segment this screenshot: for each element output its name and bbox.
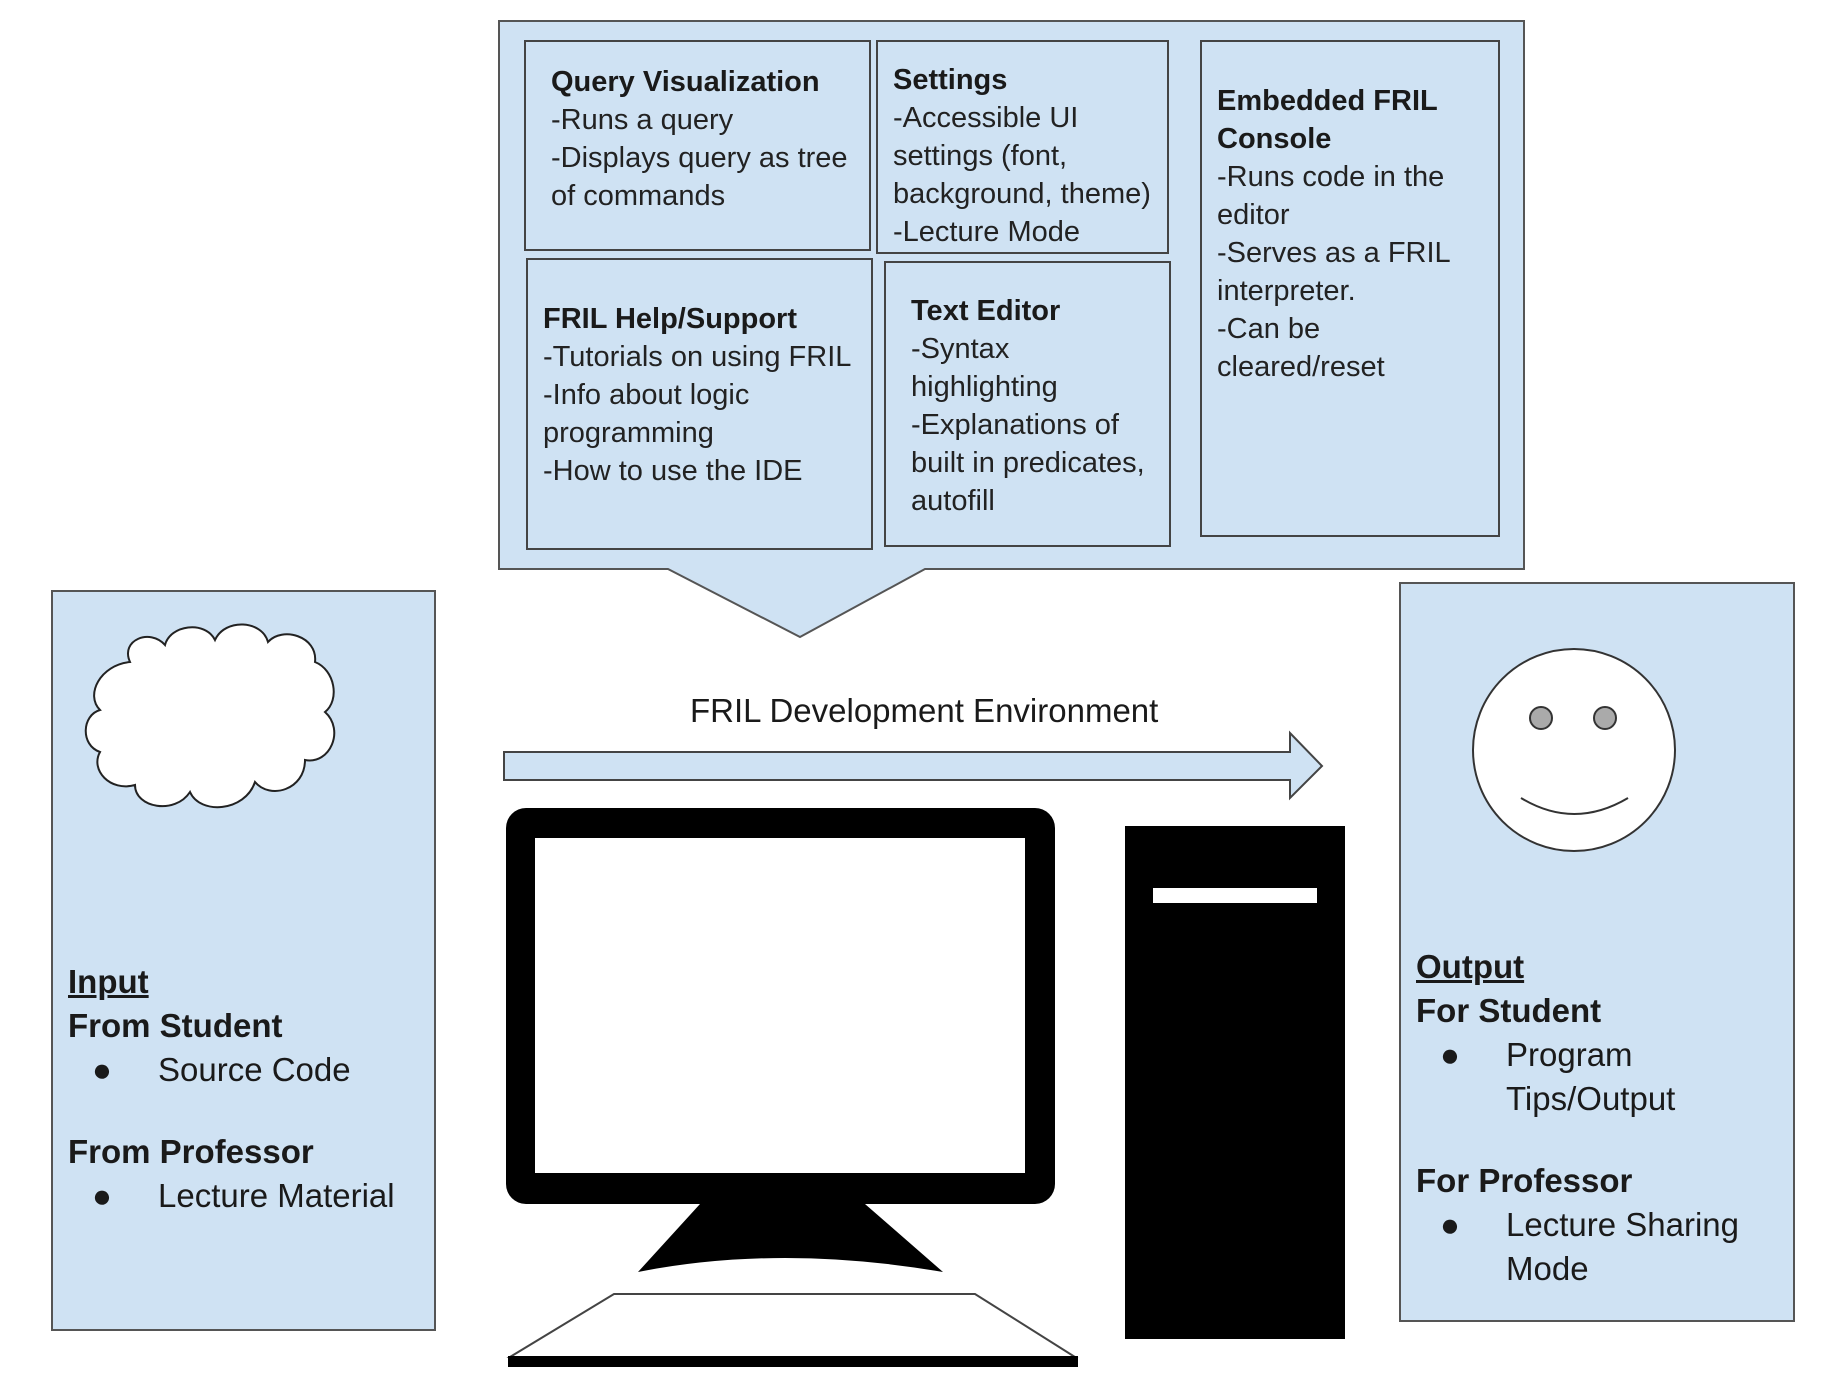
input-item-text: Lecture Material [158,1177,395,1214]
computer-tower-icon [1125,826,1345,1339]
input-group-label: From Student [68,1007,283,1044]
bullet-icon: ● [1440,1036,1460,1073]
card-line: highlighting [911,371,1058,403]
arrow-label: FRIL Development Environment [690,692,1159,729]
monitor-icon [506,808,1055,1272]
card-title-line-2: Console [1217,123,1332,155]
card-line: -Info about logic [543,379,750,411]
card-help-support: FRIL Help/Support -Tutorials on using FR… [527,278,872,490]
output-item-text: Lecture Sharing [1506,1206,1739,1243]
card-title: Text Editor [911,295,1061,327]
card-line: -Serves as a FRIL [1217,237,1451,269]
card-line: -Runs code in the [1217,161,1445,193]
flow-arrow [503,730,1324,801]
card-text-editor: Text Editor -Syntax highlighting -Explan… [885,270,1170,520]
card-line: -How to use the IDE [543,455,803,487]
card-line: -Syntax [911,333,1010,365]
input-heading: Input [68,963,149,1000]
card-line: -Displays query as tree [551,142,848,174]
output-item-text-cont: Mode [1506,1250,1589,1287]
card-title: FRIL Help/Support [543,303,798,335]
input-item-text: Source Code [158,1051,351,1088]
input-list-item: ● Lecture Material [68,1174,433,1218]
card-line: editor [1217,199,1290,231]
card-line: -Can be [1217,313,1321,345]
output-group-label: For Professor [1416,1162,1633,1199]
card-embedded-console: Embedded FRIL Console -Runs code in the … [1201,60,1499,386]
bullet-icon: ● [1440,1206,1460,1243]
output-item-text: Program [1506,1036,1633,1073]
card-line: of commands [551,180,726,212]
cloud-icon [84,623,336,809]
input-text: Input From Student ● Source Code From Pro… [68,960,433,1218]
card-line: -Explanations of [911,409,1119,441]
input-list-item: ● Source Code [68,1048,433,1092]
card-title: Settings [893,64,1008,96]
card-settings: Settings -Accessible UI settings (font, … [877,39,1168,251]
card-title: Embedded FRIL [1217,85,1438,117]
card-line: settings (font, [893,140,1068,172]
keyboard-icon [506,1293,1079,1367]
card-line: built in predicates, [911,447,1145,479]
card-line: -Lecture Mode [893,216,1080,248]
card-line: -Accessible UI [893,102,1079,134]
card-query-visualization-box [524,40,871,251]
output-heading: Output [1416,948,1525,985]
card-title: Query Visualization [551,66,820,98]
card-query-visualization: Query Visualization -Runs a query -Displ… [525,41,870,215]
output-group-label: For Student [1416,992,1602,1029]
card-text-editor-box [884,261,1171,547]
card-help-box [526,258,873,550]
card-console-box [1200,40,1500,537]
card-line: programming [543,417,714,449]
bullet-icon: ● [92,1177,112,1214]
input-group-label: From Professor [68,1133,314,1170]
card-settings-box [876,40,1169,254]
output-item-text-cont: Tips/Output [1506,1080,1676,1117]
smiley-face-icon [1472,648,1676,852]
card-line: cleared/reset [1217,351,1385,383]
card-line: -Runs a query [551,104,734,136]
bullet-icon: ● [92,1051,112,1088]
card-line: interpreter. [1217,275,1356,307]
card-line: background, theme) [893,178,1151,210]
card-line: autofill [911,485,995,517]
card-line: -Tutorials on using FRIL [543,341,852,373]
